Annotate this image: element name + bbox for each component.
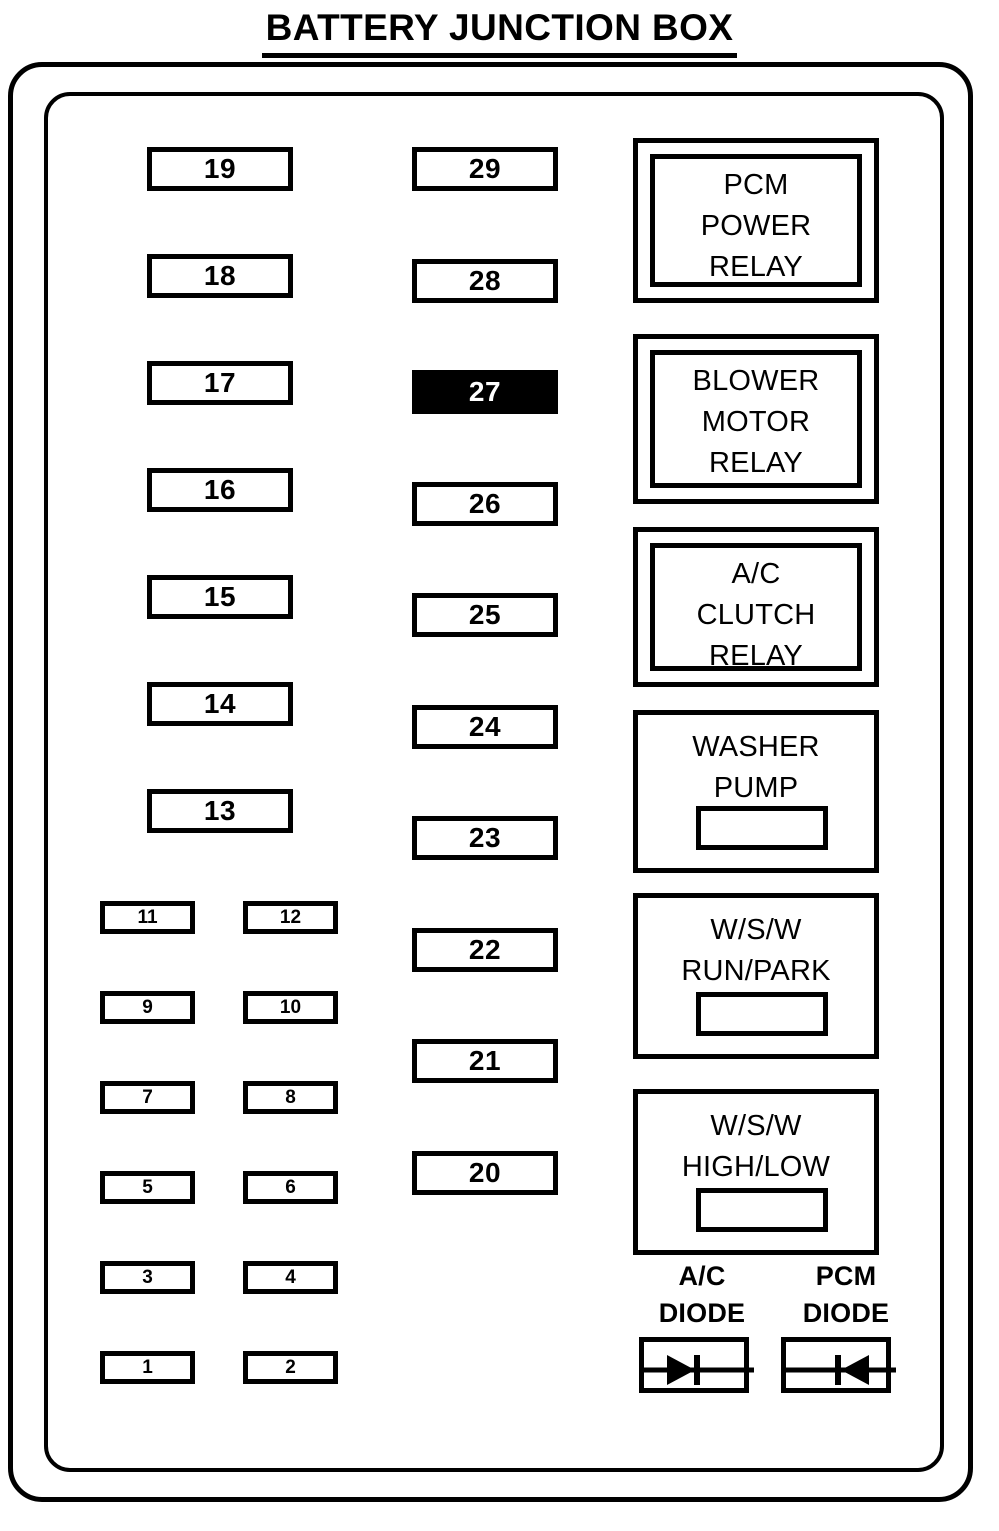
fuse-25[interactable]: 25	[412, 593, 558, 637]
pcm-power-relay-label-line-2: POWER	[700, 210, 812, 242]
diagram-title: BATTERY JUNCTION BOX	[0, 6, 999, 58]
pcm-power-relay-label-line-1: PCM	[723, 169, 789, 201]
fuse-7[interactable]: 7	[100, 1081, 195, 1114]
wsw-high-low-label: W/S/W HIGH/LOW	[638, 1106, 874, 1188]
fuse-8[interactable]: 8	[243, 1081, 338, 1114]
wsw-run-park-label-line-2: RUN/PARK	[681, 955, 831, 987]
fuse-24[interactable]: 24	[412, 705, 558, 749]
wsw-run-park-label-line-1: W/S/W	[710, 914, 802, 946]
fuse-10[interactable]: 10	[243, 991, 338, 1024]
blower-motor-relay[interactable]: BLOWER MOTOR RELAY	[633, 334, 879, 504]
pcm-power-relay-inner-border: PCM POWER RELAY	[650, 154, 862, 287]
fuse-4[interactable]: 4	[243, 1261, 338, 1294]
fuse-23[interactable]: 23	[412, 816, 558, 860]
washer-pump-label: WASHER PUMP	[638, 727, 874, 809]
washer-pump-label-line-1: WASHER	[692, 731, 820, 763]
washer-pump-label-line-2: PUMP	[713, 772, 799, 804]
fuse-5[interactable]: 5	[100, 1171, 195, 1204]
fuse-19[interactable]: 19	[147, 147, 293, 191]
blower-motor-relay-inner-border: BLOWER MOTOR RELAY	[650, 350, 862, 488]
pcm-diode-label-line-2: DIODE	[802, 1298, 890, 1328]
wsw-high-low-slot[interactable]	[696, 1188, 828, 1232]
wsw-run-park-slot[interactable]	[696, 992, 828, 1036]
fuse-20[interactable]: 20	[412, 1151, 558, 1195]
blower-motor-relay-label-line-2: MOTOR	[701, 406, 811, 438]
fuse-26[interactable]: 26	[412, 482, 558, 526]
fuse-2[interactable]: 2	[243, 1351, 338, 1384]
blower-motor-relay-label: BLOWER MOTOR RELAY	[655, 361, 857, 484]
fuse-13[interactable]: 13	[147, 789, 293, 833]
ac-clutch-relay-label: A/C CLUTCH RELAY	[655, 554, 857, 677]
fuse-15[interactable]: 15	[147, 575, 293, 619]
pcm-power-relay-label: PCM POWER RELAY	[655, 165, 857, 288]
ac-clutch-relay-label-line-1: A/C	[731, 558, 781, 590]
wsw-high-low[interactable]: W/S/W HIGH/LOW	[633, 1089, 879, 1255]
pcm-diode-symbol-box[interactable]	[781, 1337, 896, 1393]
wsw-run-park-label: W/S/W RUN/PARK	[638, 910, 874, 992]
fuse-9[interactable]: 9	[100, 991, 195, 1024]
ac-diode-label-line-2: DIODE	[658, 1298, 746, 1328]
washer-pump[interactable]: WASHER PUMP	[633, 710, 879, 873]
ac-clutch-relay-label-line-3: RELAY	[709, 640, 803, 672]
fuse-14[interactable]: 14	[147, 682, 293, 726]
wsw-high-low-label-line-2: HIGH/LOW	[681, 1151, 831, 1183]
pcm-power-relay[interactable]: PCM POWER RELAY	[633, 138, 879, 303]
fuse-18[interactable]: 18	[147, 254, 293, 298]
fuse-17[interactable]: 17	[147, 361, 293, 405]
ac-clutch-relay[interactable]: A/C CLUTCH RELAY	[633, 527, 879, 687]
blower-motor-relay-label-line-3: RELAY	[709, 447, 803, 479]
pcm-power-relay-label-line-3: RELAY	[709, 251, 803, 283]
pcm-diode-icon	[786, 1355, 896, 1385]
fuse-29[interactable]: 29	[412, 147, 558, 191]
ac-clutch-relay-label-line-2: CLUTCH	[696, 599, 816, 631]
pcm-diode-label-line-1: PCM	[815, 1261, 877, 1291]
page-title: BATTERY JUNCTION BOX	[261, 6, 738, 58]
ac-diode-icon	[644, 1355, 754, 1385]
ac-diode-label-line-1: A/C	[678, 1261, 726, 1291]
ac-diode-symbol-box[interactable]	[639, 1337, 754, 1393]
wsw-high-low-label-line-1: W/S/W	[710, 1110, 802, 1142]
fuse-3[interactable]: 3	[100, 1261, 195, 1294]
fuse-1[interactable]: 1	[100, 1351, 195, 1384]
blower-motor-relay-label-line-1: BLOWER	[692, 365, 820, 397]
fuse-21[interactable]: 21	[412, 1039, 558, 1083]
ac-clutch-relay-inner-border: A/C CLUTCH RELAY	[650, 543, 862, 672]
fuse-27[interactable]: 27	[412, 370, 558, 414]
fuse-16[interactable]: 16	[147, 468, 293, 512]
fuse-22[interactable]: 22	[412, 928, 558, 972]
fuse-11[interactable]: 11	[100, 901, 195, 934]
wsw-run-park[interactable]: W/S/W RUN/PARK	[633, 893, 879, 1059]
fuse-12[interactable]: 12	[243, 901, 338, 934]
fuse-28[interactable]: 28	[412, 259, 558, 303]
washer-pump-slot[interactable]	[696, 806, 828, 850]
fuse-6[interactable]: 6	[243, 1171, 338, 1204]
